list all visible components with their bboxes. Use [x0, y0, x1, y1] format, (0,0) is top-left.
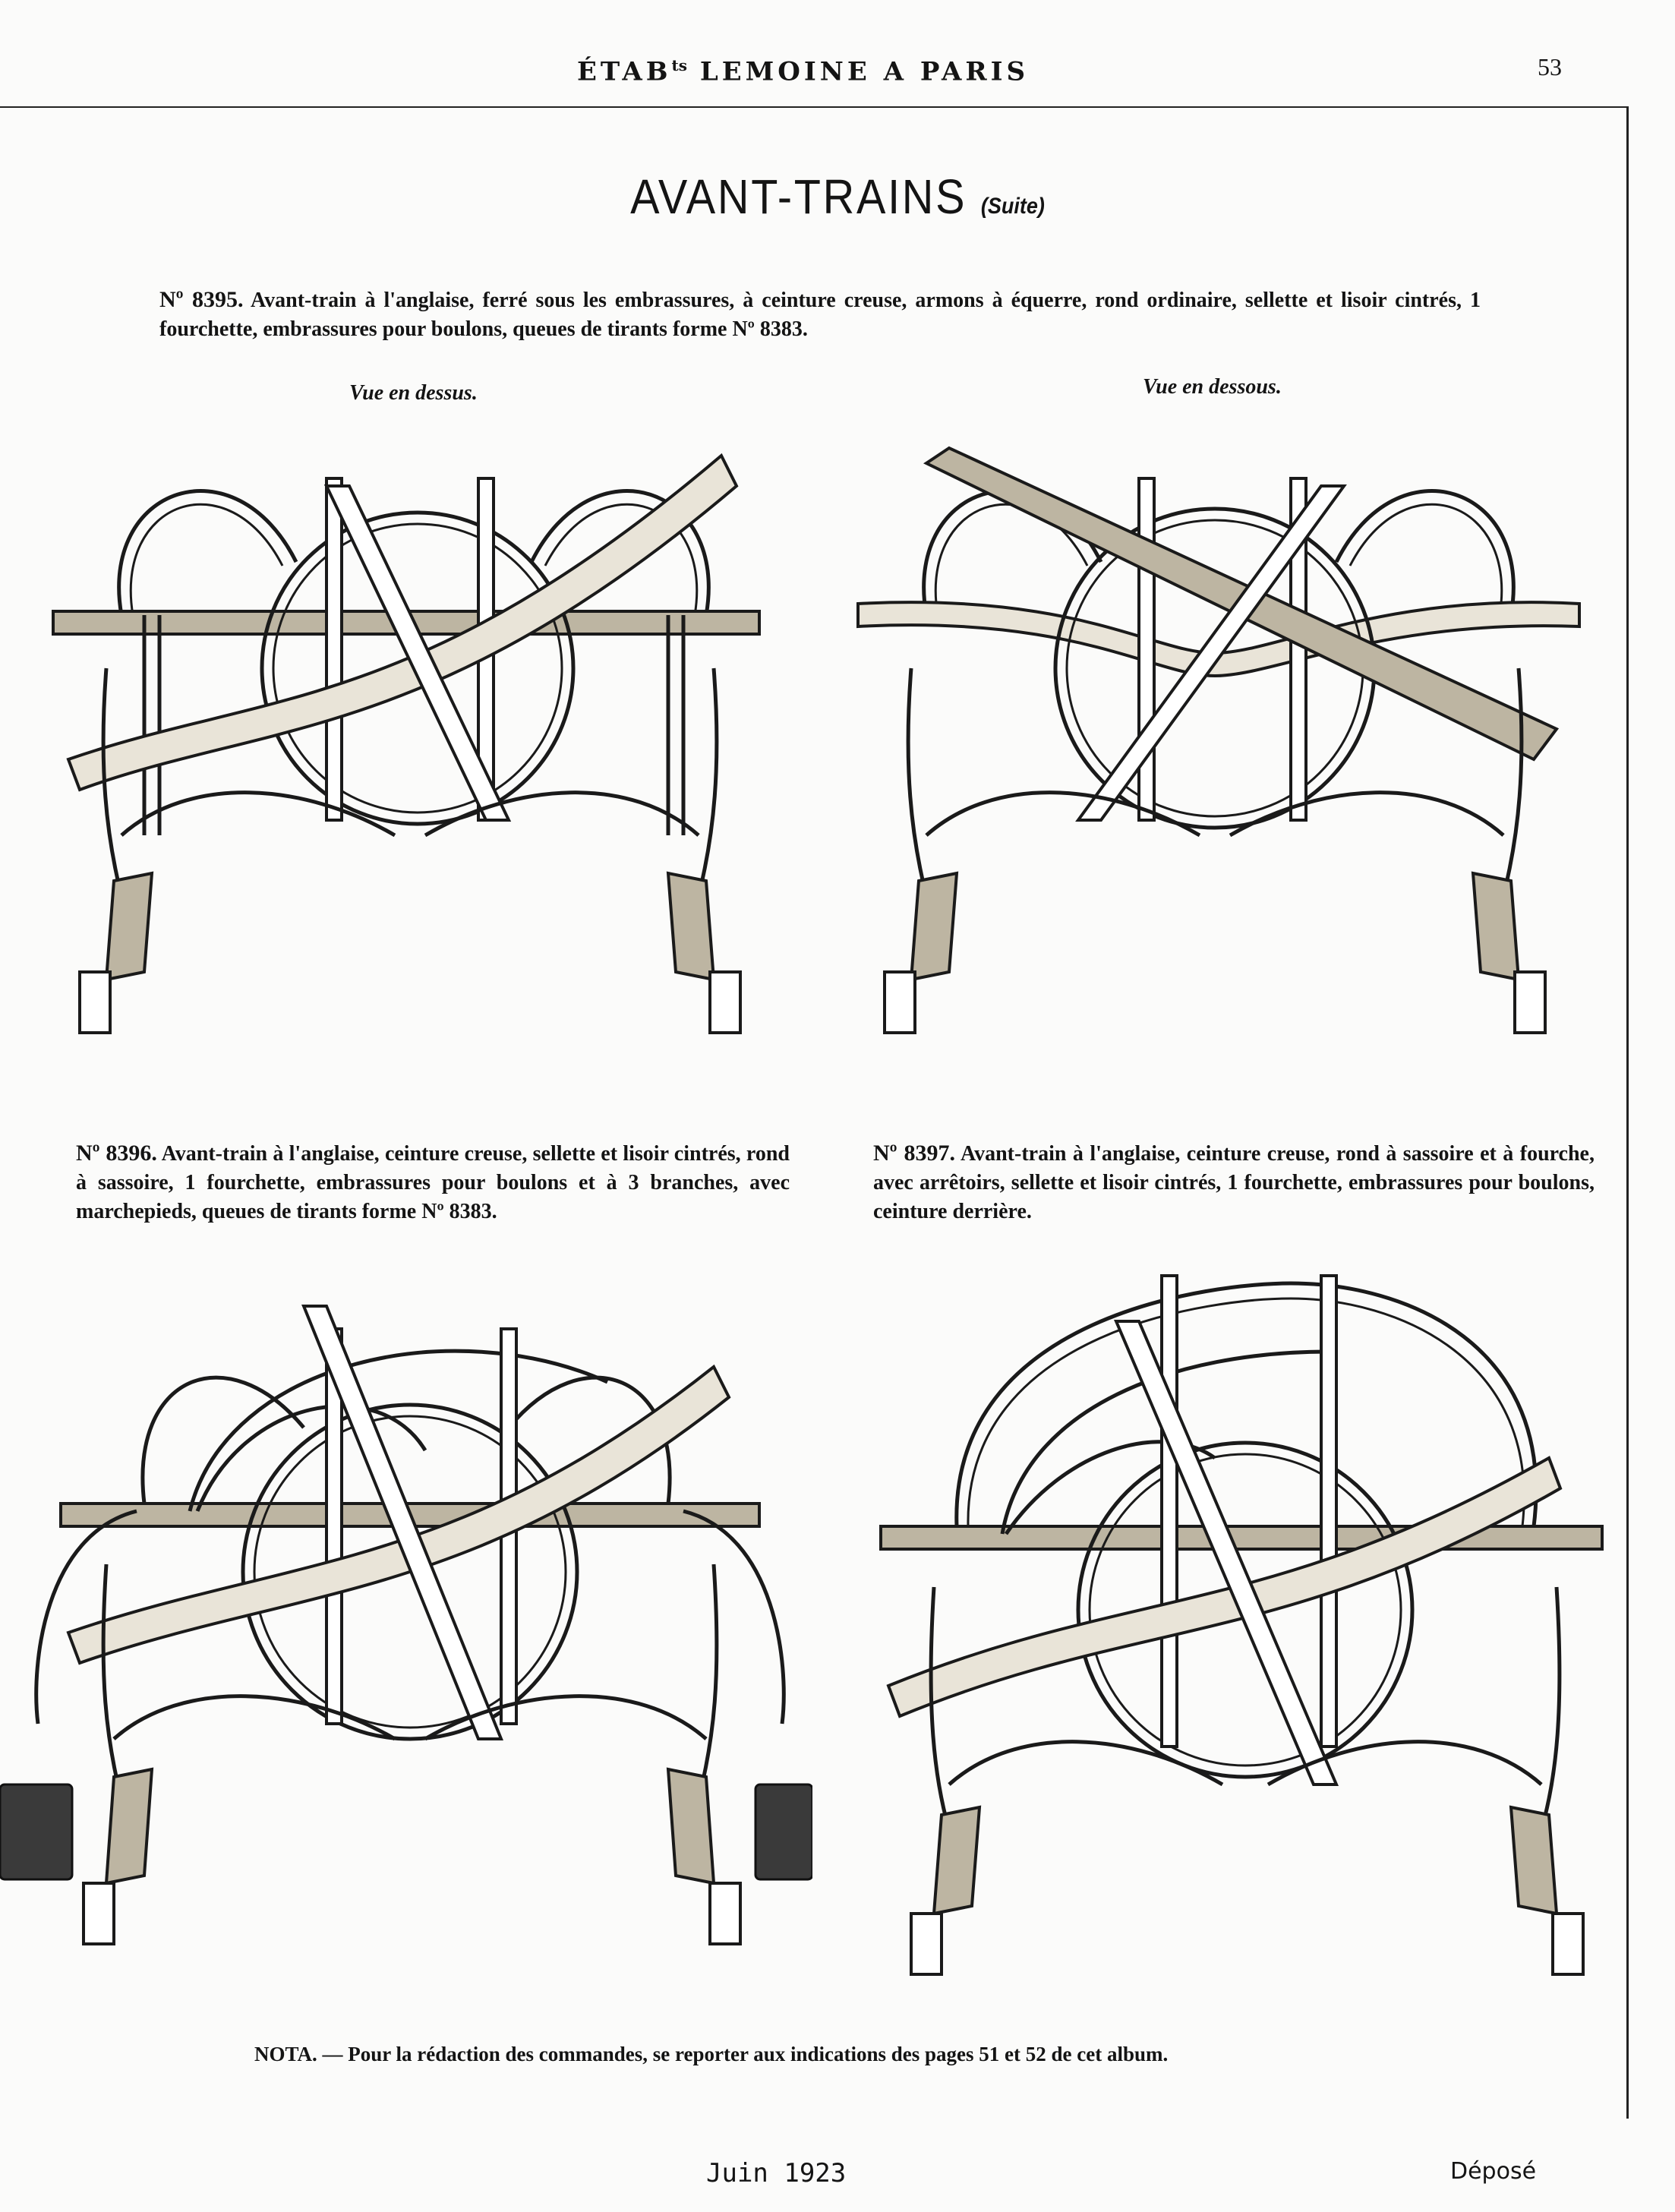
item-8396-number: Nº 8396. [76, 1141, 157, 1166]
item-8397-text: Avant-train à l'anglaise, ceinture creus… [873, 1142, 1595, 1223]
footer-mark: Déposé [1450, 2158, 1537, 2185]
caption-bottom-view: Vue en dessous. [1143, 375, 1282, 399]
item-8395-text: Avant-train à l'anglaise, ferré sous les… [159, 289, 1481, 341]
page-number: 53 [1538, 53, 1562, 80]
nota-text: — Pour la rédaction des commandes, se re… [322, 2043, 1169, 2065]
footer-date: Juin 1923 [706, 2158, 847, 2188]
title-main: AVANT-TRAINS [630, 169, 967, 224]
page-title: AVANT-TRAINS (Suite) [84, 169, 1591, 225]
item-8396-description: Nº 8396. Avant-train à l'anglaise, ceint… [76, 1139, 790, 1226]
establishment-sup: ts [671, 56, 687, 74]
nota-label: NOTA. [254, 2043, 317, 2065]
caption-top-view: Vue en dessus. [349, 381, 478, 405]
page-frame [0, 106, 1629, 2119]
item-8395-description: Nº 8395. Avant-train à l'anglaise, ferré… [159, 286, 1481, 344]
item-8395-number: Nº 8395. [159, 287, 244, 312]
item-8397-number: Nº 8397. [873, 1141, 956, 1166]
item-8396-text: Avant-train à l'anglaise, ceinture creus… [76, 1142, 790, 1223]
item-8397-description: Nº 8397. Avant-train à l'anglaise, ceint… [873, 1139, 1595, 1226]
title-suite: (Suite) [980, 194, 1045, 219]
establishment-name: LEMOINE A PARIS [699, 56, 1030, 87]
illustration-8396 [0, 1305, 812, 1945]
illustration-8395-bottom-view [856, 446, 1581, 1034]
establishment-abbrev: ÉTAB [577, 56, 672, 87]
illustration-8397 [879, 1274, 1604, 1976]
page-header: ÉTABts LEMOINE A PARIS [577, 56, 1029, 87]
illustration-8395-top-view [52, 453, 761, 1034]
nota-note: NOTA. — Pour la rédaction des commandes,… [254, 2043, 1168, 2066]
